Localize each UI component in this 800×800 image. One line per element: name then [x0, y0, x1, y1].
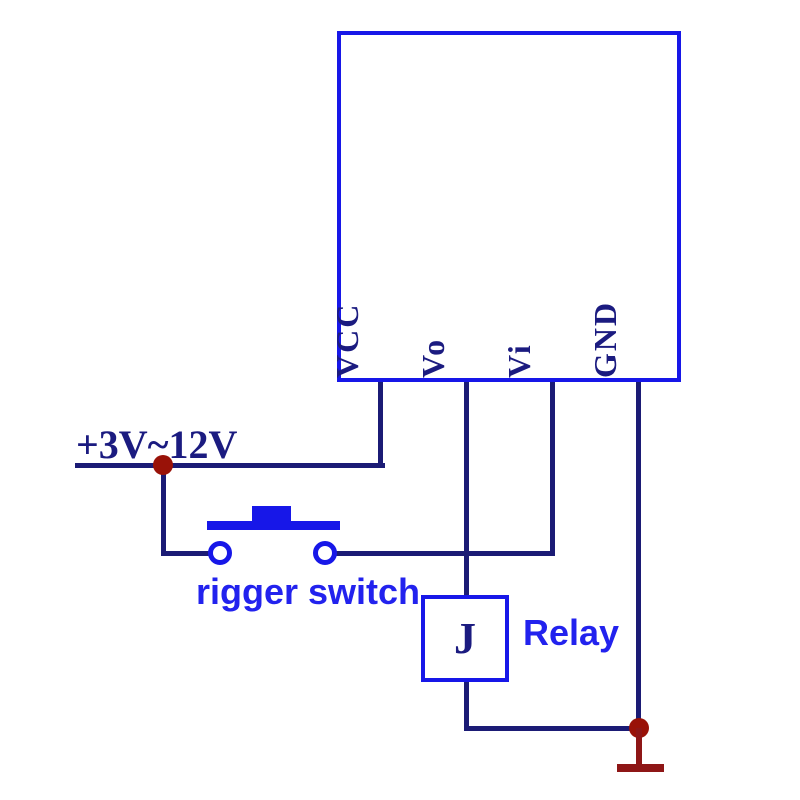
wire-relay-bottom-drop — [464, 679, 469, 730]
pin-label-gnd: GND — [587, 300, 623, 378]
ground-bar — [617, 764, 664, 772]
pin-label-vi: Vi — [501, 343, 537, 378]
pin-label-vo: Vo — [415, 337, 451, 378]
ground-stem — [636, 728, 642, 766]
wire-gnd-pin — [636, 381, 641, 731]
relay-label: Relay — [523, 612, 620, 653]
relay-coil-box: J — [421, 595, 509, 682]
switch-button-bar — [207, 521, 340, 530]
wire-switch-to-vi — [336, 551, 555, 556]
wire-vi-pin — [550, 381, 555, 556]
junction-dot — [153, 455, 173, 475]
wire-relay-to-ground — [464, 726, 641, 731]
wire-vcc-pin — [378, 381, 383, 468]
switch-button-actuator — [252, 506, 291, 522]
wire-switch-left-stub — [161, 551, 209, 556]
wire-vo-pin — [464, 381, 469, 597]
wire-supply-horizontal — [75, 463, 385, 468]
switch-terminal-left — [208, 541, 232, 565]
module-box — [337, 31, 681, 382]
wire-supply-drop — [161, 465, 166, 555]
pin-label-vcc: VCC — [329, 302, 365, 378]
switch-terminal-right — [313, 541, 337, 565]
switch-label: rigger switch — [196, 571, 421, 612]
